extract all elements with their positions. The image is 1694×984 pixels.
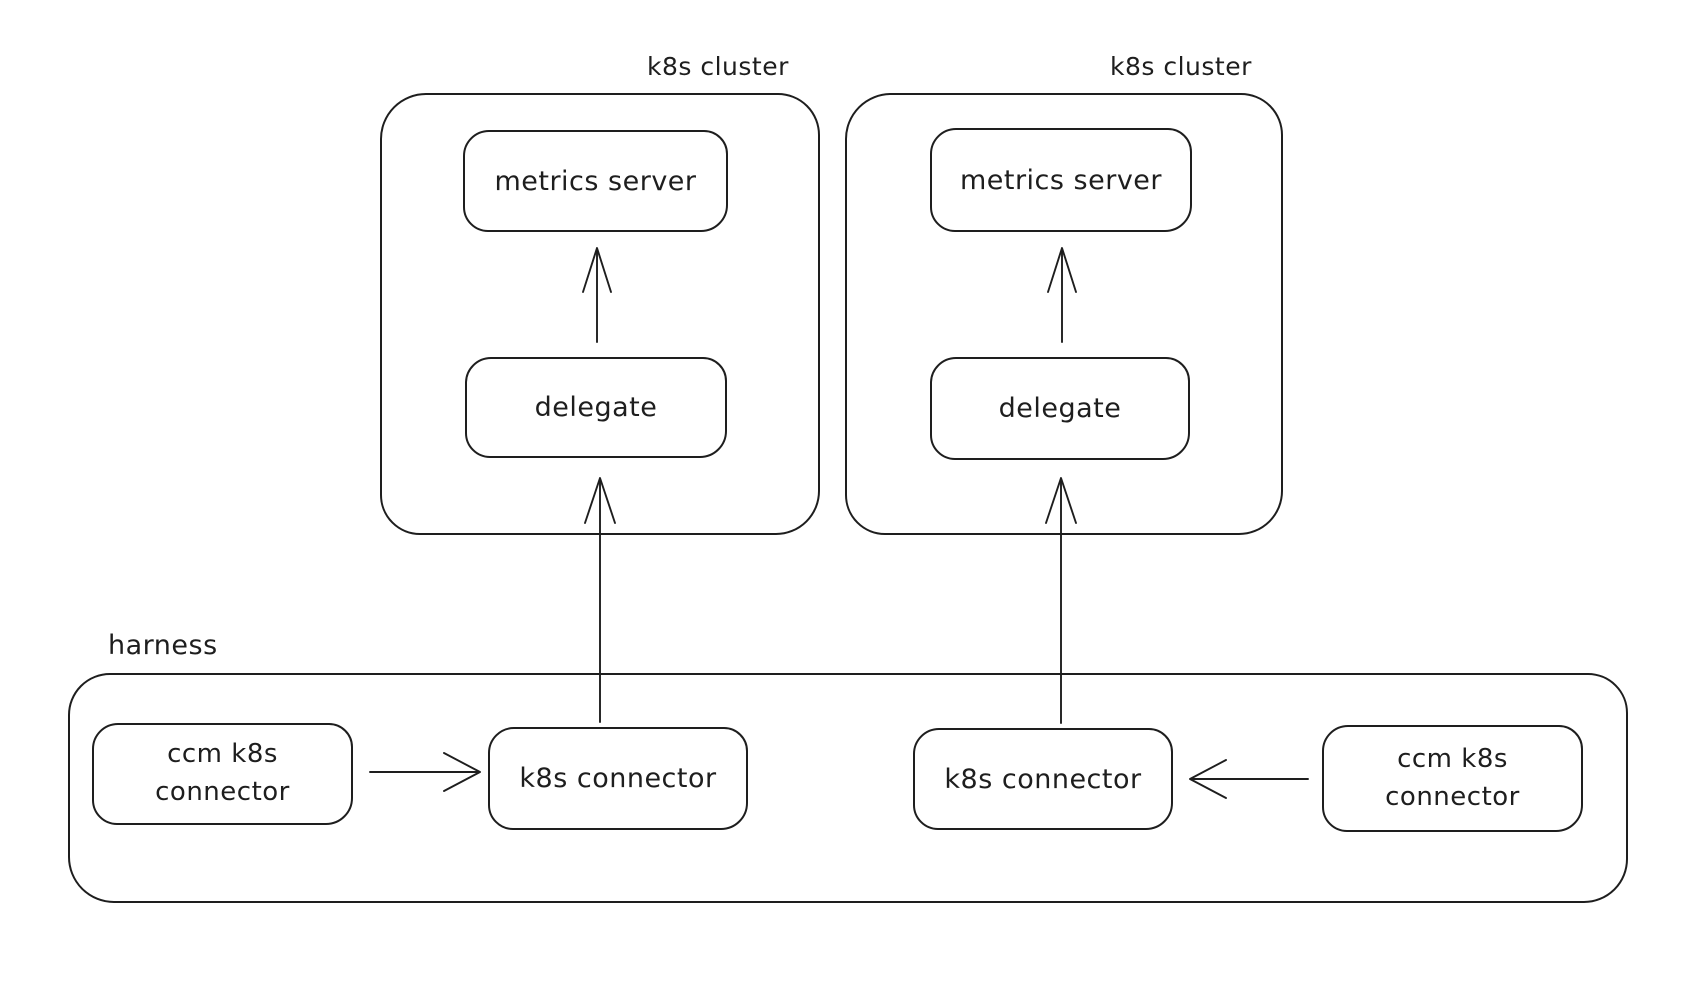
metrics-server-left-label: metrics server	[494, 165, 697, 197]
cluster-left-label: k8s cluster	[647, 52, 789, 81]
delegate-right-node: delegate	[930, 357, 1190, 460]
cluster-right-container	[845, 93, 1283, 535]
metrics-server-right-label: metrics server	[959, 164, 1163, 196]
k8s-connector-right-label: k8s connector	[944, 763, 1142, 795]
delegate-right-label: delegate	[998, 393, 1122, 424]
ccm-k8s-connector-right-label: ccm k8s connector	[1385, 743, 1520, 812]
k8s-connector-right-node: k8s connector	[913, 728, 1173, 830]
delegate-left-node: delegate	[465, 357, 727, 458]
cluster-right-label: k8s cluster	[1110, 52, 1252, 81]
ccm-k8s-connector-left-node: ccm k8s connector	[92, 723, 353, 825]
harness-container	[68, 673, 1628, 903]
ccm-k8s-connector-right-node: ccm k8s connector	[1322, 725, 1583, 832]
delegate-left-label: delegate	[534, 392, 658, 423]
ccm-k8s-connector-left-label: ccm k8s connector	[155, 739, 290, 807]
harness-label: harness	[108, 630, 218, 661]
k8s-connector-left-node: k8s connector	[488, 727, 748, 830]
metrics-server-left-node: metrics server	[463, 130, 728, 232]
k8s-connector-left-label: k8s connector	[519, 763, 717, 794]
metrics-server-right-node: metrics server	[930, 128, 1192, 232]
